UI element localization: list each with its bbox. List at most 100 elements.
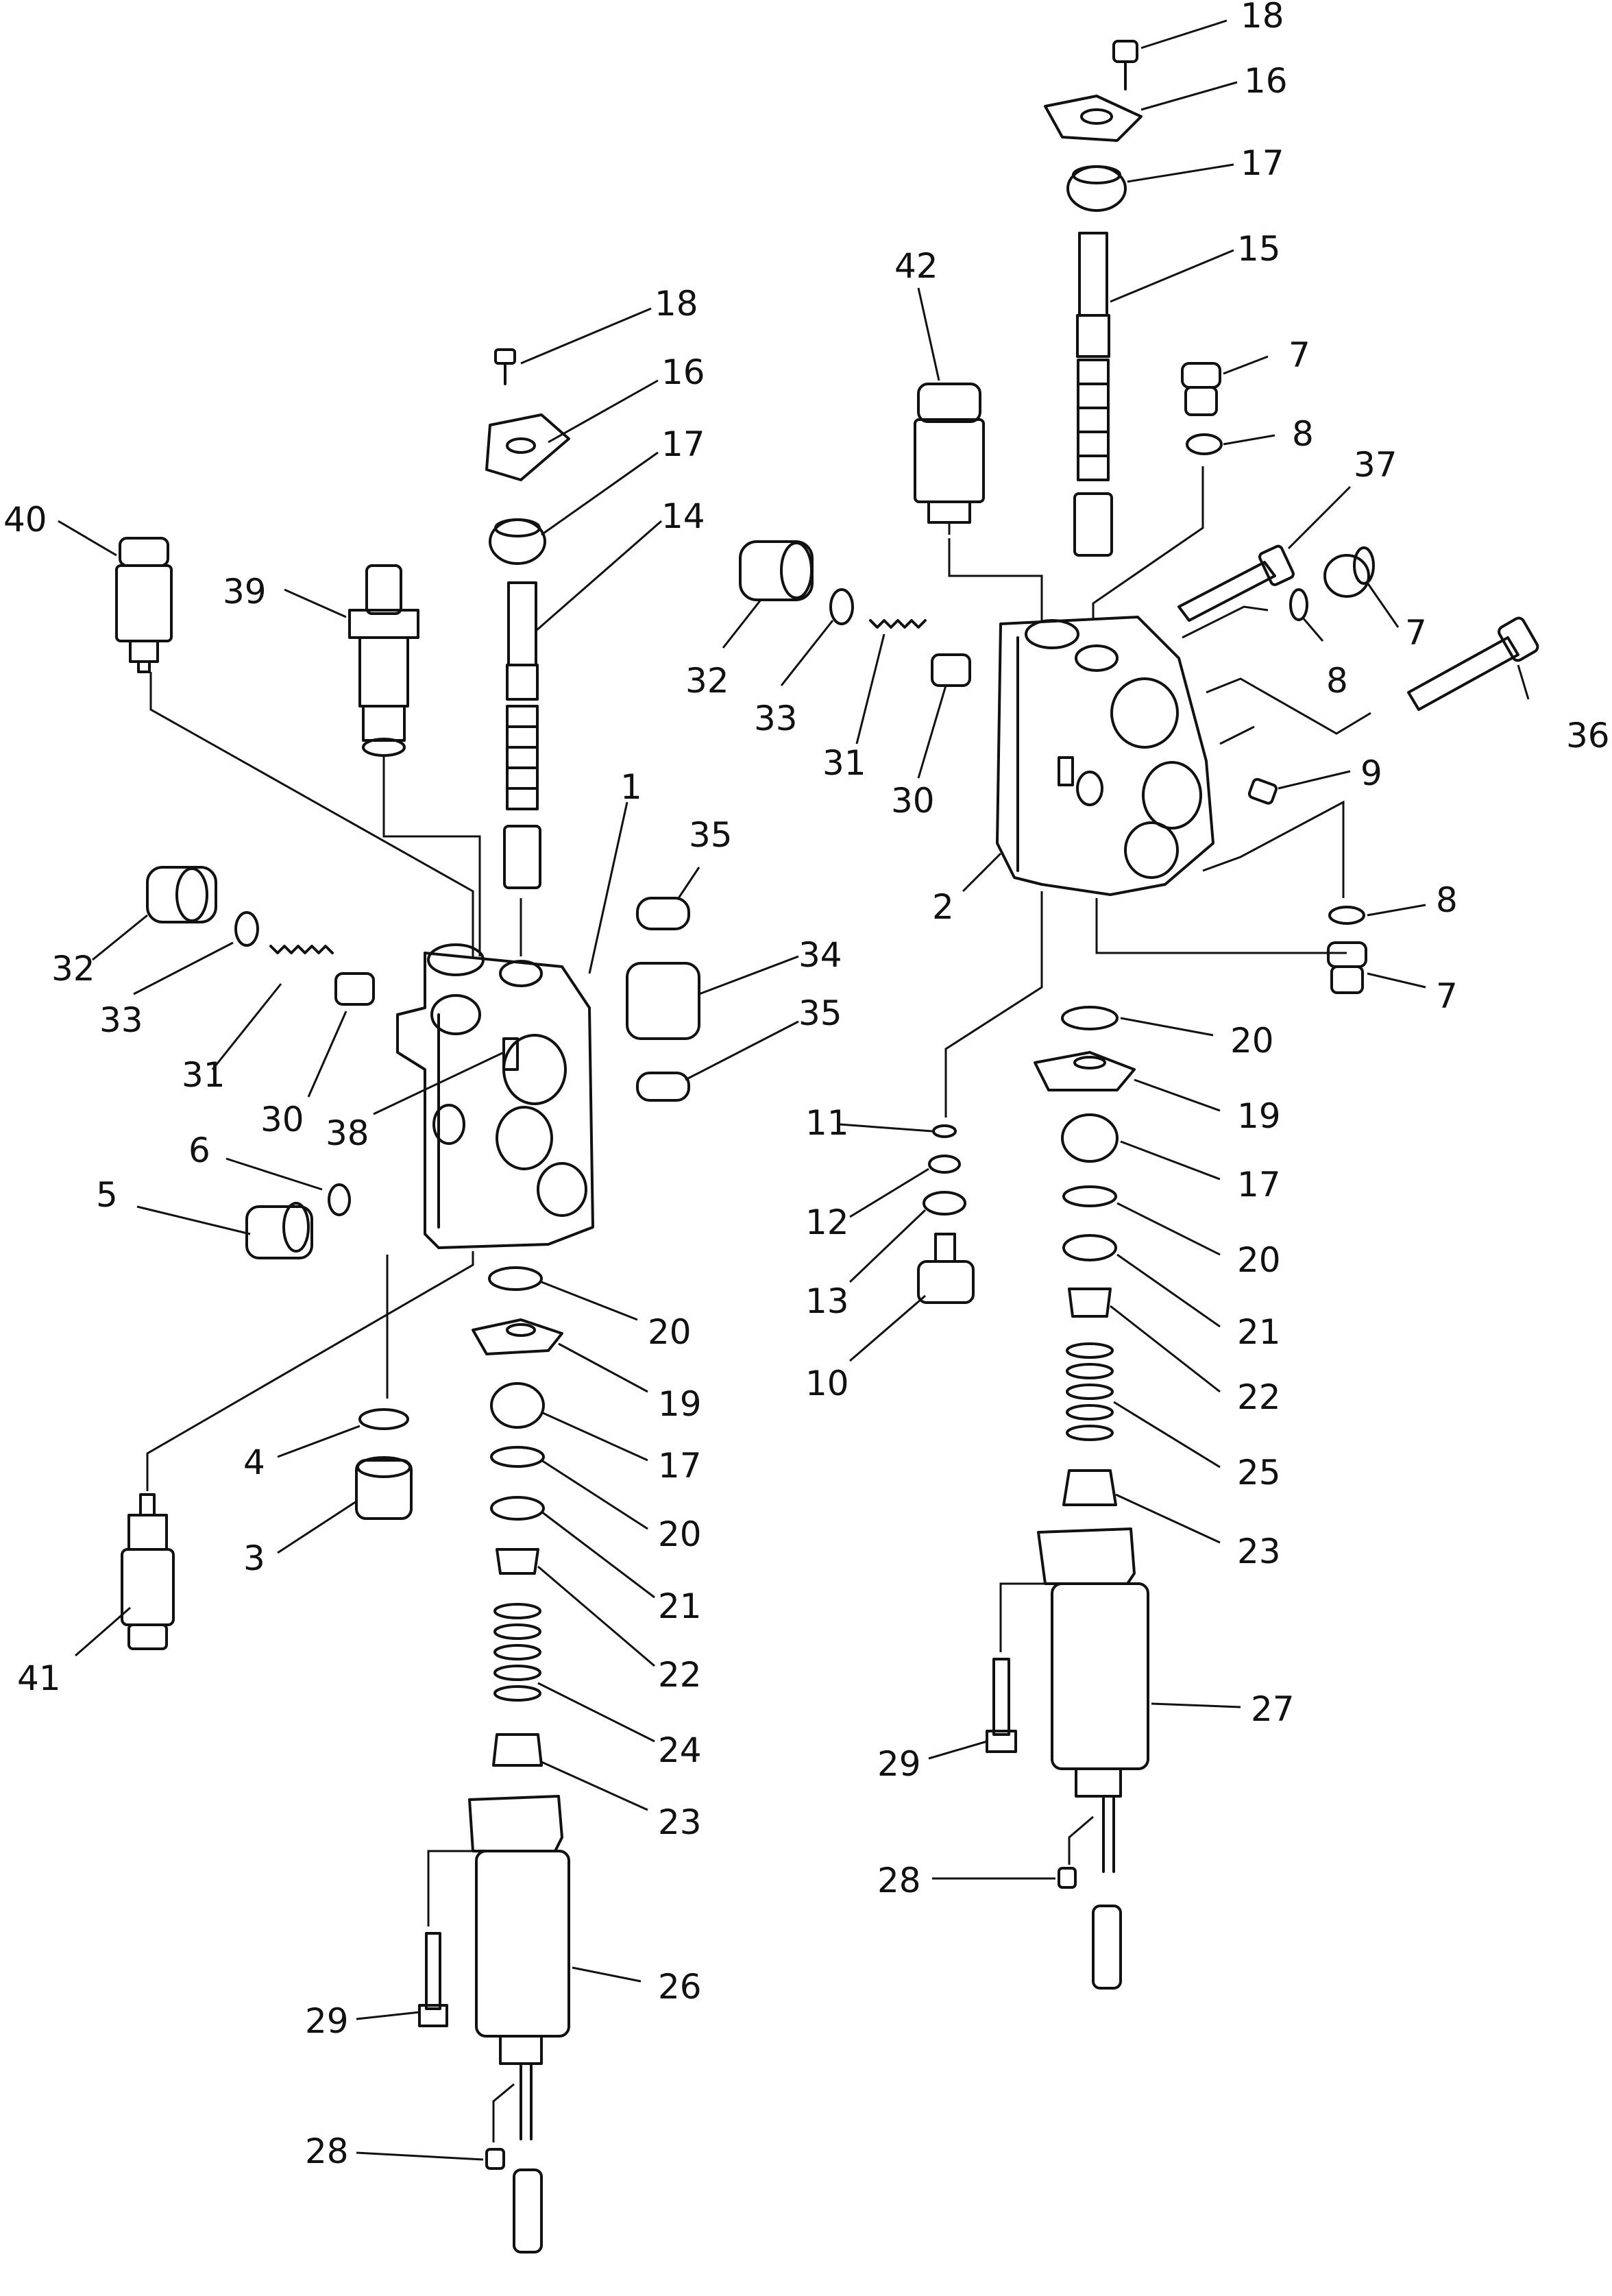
callout-right-21: 21: [1237, 1312, 1281, 1352]
callout-left-30: 30: [260, 1100, 304, 1139]
callout-right-32: 32: [685, 661, 729, 701]
washer-21-right: [1062, 1234, 1117, 1261]
plug-7-lower: [1327, 941, 1367, 994]
retainer-23-right: [1062, 1469, 1117, 1506]
oring-13: [923, 1191, 966, 1216]
oring-20-left: [488, 1266, 543, 1291]
solenoid-27: [1037, 1527, 1149, 1990]
callout-left-20b: 20: [658, 1514, 702, 1554]
callout-left-1: 1: [620, 767, 642, 807]
callout-right-19: 19: [1237, 1096, 1281, 1136]
plug-5: [245, 1183, 351, 1259]
callout-right-15: 15: [1237, 229, 1281, 269]
callout-right-13: 13: [805, 1281, 849, 1321]
callout-right-8c: 8: [1436, 880, 1458, 920]
callout-right-16: 16: [1244, 61, 1288, 101]
spool-14: [503, 581, 541, 889]
callout-left-17: 17: [661, 424, 705, 464]
oring-20-right: [1061, 1006, 1119, 1030]
callout-left-18: 18: [655, 284, 698, 324]
callout-left-29: 29: [305, 2001, 349, 2041]
callout-right-11: 11: [805, 1103, 849, 1143]
callout-right-42: 42: [894, 246, 938, 286]
callout-right-20b: 20: [1237, 1240, 1281, 1280]
callout-left-34: 34: [798, 935, 842, 975]
seat-22-right: [1068, 1288, 1112, 1318]
washer-21-left: [490, 1496, 545, 1521]
callout-left-16: 16: [661, 352, 705, 392]
plug-9: [1247, 777, 1278, 805]
oring-11: [932, 1124, 957, 1138]
callout-right-17: 17: [1241, 143, 1284, 183]
bolt-29-right: [986, 1658, 1017, 1753]
callout-right-29: 29: [877, 1744, 921, 1784]
callout-right-27: 27: [1251, 1689, 1295, 1729]
oring-20-right-b: [1062, 1185, 1117, 1207]
left-valve-assembly: [115, 348, 700, 2253]
plug-7-top: [1181, 362, 1221, 416]
callout-left-35b: 35: [798, 993, 842, 1033]
callout-left-41: 41: [17, 1658, 61, 1698]
callout-right-10: 10: [805, 1364, 849, 1403]
relief-valve-40: [115, 537, 173, 673]
cartridge-42: [914, 383, 985, 535]
callout-left-17b: 17: [658, 1446, 702, 1486]
cover-19-right: [1034, 1051, 1136, 1091]
callout-right-7c: 7: [1436, 976, 1458, 1016]
callout-left-33: 33: [99, 1000, 143, 1040]
callout-right-20a: 20: [1230, 1021, 1274, 1061]
callout-right-33: 33: [754, 699, 798, 738]
callout-right-22: 22: [1237, 1377, 1281, 1417]
oring-8-lower: [1328, 906, 1365, 925]
callout-left-3: 3: [243, 1538, 265, 1578]
callout-labels: 40 39 18 16 17 14 1 35 34 35 32 33 31 30…: [3, 0, 1610, 2171]
gasket-35-top: [636, 897, 690, 930]
callout-right-9: 9: [1360, 753, 1382, 793]
callout-right-28: 28: [877, 1861, 921, 1900]
callout-left-14: 14: [661, 496, 705, 536]
screw-28-right: [1058, 1867, 1077, 1889]
gasket-35-bottom: [636, 1072, 690, 1102]
right-valve-assembly: [739, 40, 1539, 1990]
callout-right-12: 12: [805, 1203, 849, 1242]
top-parts-left: [485, 348, 570, 565]
callout-right-7b: 7: [1405, 613, 1427, 653]
spring-25: [1066, 1342, 1114, 1441]
bolt-37: [1177, 544, 1295, 622]
callout-left-4: 4: [243, 1442, 265, 1482]
oring-8-top: [1186, 433, 1223, 455]
callout-right-31: 31: [822, 743, 866, 783]
callout-left-31: 31: [182, 1055, 225, 1095]
cover-19-left: [472, 1318, 563, 1355]
bolt-36: [1407, 616, 1539, 711]
callout-left-28: 28: [305, 2131, 349, 2171]
seal-17-right: [1061, 1113, 1119, 1163]
callout-left-6: 6: [188, 1131, 210, 1170]
callout-left-32: 32: [51, 949, 95, 989]
callout-leaders: [58, 19, 1530, 2161]
oring-8-mid: [1289, 588, 1308, 621]
bolt-29-left: [418, 1932, 448, 2027]
callout-right-8a: 8: [1292, 414, 1314, 454]
solenoid-26: [468, 1795, 570, 2253]
plug-group-right: [739, 540, 971, 687]
gasket-34: [626, 962, 700, 1040]
callout-left-21: 21: [658, 1586, 702, 1626]
plug-group-left: [146, 866, 375, 1006]
callout-left-19: 19: [658, 1384, 702, 1424]
callout-right-37: 37: [1354, 445, 1397, 485]
callout-left-20a: 20: [648, 1312, 692, 1352]
callout-left-40: 40: [3, 500, 47, 540]
callout-left-5: 5: [96, 1175, 118, 1215]
plug-3: [355, 1456, 413, 1520]
callout-left-39: 39: [223, 572, 267, 612]
callout-left-22: 22: [658, 1655, 702, 1695]
callout-right-2: 2: [932, 887, 954, 927]
callout-right-8b: 8: [1326, 661, 1348, 701]
callout-left-23: 23: [658, 1802, 702, 1842]
oring-20-left-b: [490, 1446, 545, 1468]
valve-39: [348, 564, 419, 757]
callout-right-17b: 17: [1237, 1165, 1281, 1205]
retainer-23-left: [492, 1733, 543, 1767]
check-valve-10: [917, 1233, 975, 1304]
